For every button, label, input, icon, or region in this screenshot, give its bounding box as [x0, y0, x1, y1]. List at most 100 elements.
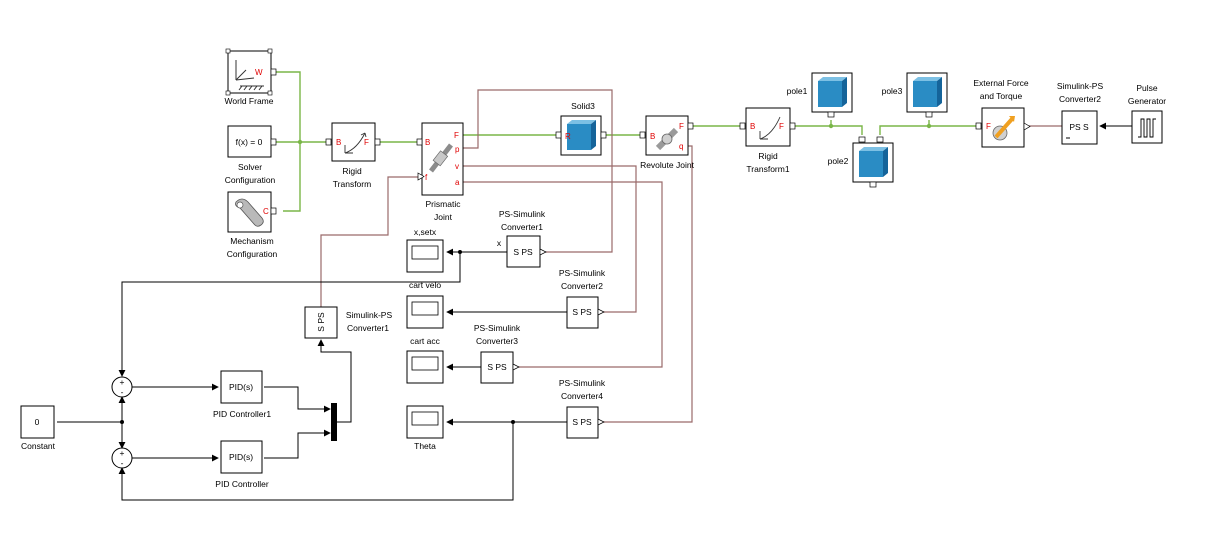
sl-ps1-text: S PS	[316, 312, 326, 332]
pole1-block[interactable]: pole1	[787, 72, 853, 118]
solid3-block[interactable]: R Solid3	[555, 101, 607, 156]
solver-configuration-block[interactable]: f(x) = 0 Solver Configuration	[225, 125, 277, 185]
sum-top-block[interactable]: + -	[111, 376, 133, 398]
sum-bottom-plus: +	[120, 448, 125, 458]
prismatic-joint-block[interactable]: B F p v a f Prismatic Joint	[416, 122, 464, 222]
solver-label-1: Solver	[238, 162, 262, 172]
pole1-cube-icon	[818, 77, 847, 107]
scope-theta-label: Theta	[414, 441, 436, 451]
solver-text: f(x) = 0	[236, 137, 263, 147]
simulink-ps-converter1-block[interactable]: S PS Simulink-PS Converter1	[304, 306, 393, 339]
external-force-block[interactable]: F External Force and Torque	[973, 78, 1031, 148]
world-frame-label: World Frame	[225, 96, 274, 106]
sum-top-minus: -	[121, 387, 124, 397]
ps-sl1-label-2: Converter1	[501, 222, 543, 232]
revolute-port-f: F	[679, 122, 684, 131]
ps-sl4-label-1: PS-Simulink	[559, 378, 606, 388]
mechanism-port: C	[263, 207, 269, 216]
rigid-transform1-port-f: F	[779, 122, 784, 131]
pole3-block[interactable]: pole3	[882, 72, 948, 118]
world-frame-block[interactable]: W World Frame	[225, 48, 277, 106]
ps-sl3-label-2: Converter3	[476, 336, 518, 346]
mechanism-configuration-block[interactable]: C Mechanism Configuration	[227, 191, 278, 259]
rigid-transform1-label-2: Transform1	[746, 164, 789, 174]
ps-sl3-label-1: PS-Simulink	[474, 323, 521, 333]
transform1-icon	[759, 116, 781, 140]
constant-label: Constant	[21, 441, 56, 451]
simulink-ps-converter2-block[interactable]: PS S Simulink-PS Converter2	[1057, 81, 1104, 145]
rigid-transform1-block[interactable]: B F Rigid Transform1	[739, 107, 796, 174]
transform-icon	[344, 132, 367, 154]
pulse-icon	[1138, 118, 1156, 138]
mechanism-label-1: Mechanism	[230, 236, 273, 246]
world-frame-icon	[235, 60, 264, 91]
prismatic-label-1: Prismatic	[426, 199, 462, 209]
pid1-text: PID(s)	[229, 382, 253, 392]
prismatic-port-f: F	[454, 131, 459, 140]
revolute-icon	[655, 127, 679, 151]
scope-velo-label: cart velo	[409, 280, 441, 290]
solid3-port-r: R	[565, 132, 571, 141]
ps-connections	[320, 89, 1062, 423]
signal-connections	[57, 122, 1132, 501]
ps-simulink-converter3-block[interactable]: S PS PS-Simulink Converter3	[474, 323, 521, 384]
solid3-label: Solid3	[571, 101, 595, 111]
ps-sl1-text: S PS	[513, 247, 533, 257]
constant-block[interactable]: 0 Constant	[20, 405, 56, 451]
external-force-label-1: External Force	[973, 78, 1029, 88]
physical-junctions	[297, 123, 932, 145]
sl-ps1-label-1: Simulink-PS	[346, 310, 393, 320]
world-frame-port: W	[255, 68, 263, 77]
mechanism-label-2: Configuration	[227, 249, 278, 259]
ps-sl2-label-1: PS-Simulink	[559, 268, 606, 278]
external-force-port: F	[986, 122, 991, 131]
pole1-label: pole1	[787, 86, 808, 96]
ps-simulink-converter2-block[interactable]: S PS PS-Simulink Converter2	[559, 268, 606, 329]
scope-theta-block[interactable]: Theta	[406, 405, 444, 451]
rigid-transform-label-2: Transform	[333, 179, 371, 189]
rigid-transform-port-f: F	[364, 138, 369, 147]
sl-ps2-label-2: Converter2	[1059, 94, 1101, 104]
prismatic-port-v: v	[455, 162, 459, 171]
ps-sl4-text: S PS	[572, 417, 592, 427]
ps-sl2-label-2: Converter2	[561, 281, 603, 291]
pid-controller1-block[interactable]: PID(s) PID Controller1	[213, 370, 271, 419]
revolute-port-b: B	[650, 132, 655, 141]
pole2-label: pole2	[828, 156, 849, 166]
scope-xsetx-block[interactable]: x,setx	[406, 227, 444, 273]
external-force-label-2: and Torque	[980, 91, 1023, 101]
ps-sl4-label-2: Converter4	[561, 391, 603, 401]
rigid-transform-label-1: Rigid	[342, 166, 362, 176]
solver-label-2: Configuration	[225, 175, 276, 185]
prismatic-icon	[429, 143, 453, 173]
sl-ps2-text: PS S	[1069, 122, 1089, 132]
pole3-cube-icon	[913, 77, 942, 107]
scope-xsetx-label: x,setx	[414, 227, 437, 237]
force-icon	[992, 116, 1015, 141]
pulse-label-2: Generator	[1128, 96, 1166, 106]
rigid-transform1-label-1: Rigid	[758, 151, 778, 161]
pole2-block[interactable]: pole2	[828, 136, 894, 188]
prismatic-port-a: a	[455, 178, 460, 187]
scope-cart-velo-block[interactable]: cart velo	[406, 280, 444, 329]
sum-bottom-minus: -	[121, 458, 124, 468]
prismatic-port-b: B	[425, 138, 430, 147]
ps-sl1-input: x	[497, 238, 502, 248]
sum-bottom-block[interactable]: + -	[111, 447, 133, 469]
pid-controller-block[interactable]: PID(s) PID Controller	[215, 440, 269, 489]
scope-cart-acc-block[interactable]: cart acc	[406, 336, 444, 384]
ps-simulink-converter4-block[interactable]: S PS PS-Simulink Converter4	[559, 378, 606, 439]
ps-simulink-converter1-block[interactable]: S PS x PS-Simulink Converter1	[497, 209, 547, 268]
rigid-transform-block[interactable]: B F Rigid Transform	[325, 122, 381, 189]
cube-icon	[567, 120, 596, 150]
ps-sl3-text: S PS	[487, 362, 507, 372]
pole3-label: pole3	[882, 86, 903, 96]
pid-label: PID Controller	[215, 479, 269, 489]
revolute-joint-block[interactable]: B F q Revolute Joint	[639, 115, 695, 170]
sl-ps1-label-2: Converter1	[347, 323, 389, 333]
prismatic-port-p: p	[455, 145, 460, 154]
mux-block[interactable]	[331, 403, 337, 441]
junctions	[120, 250, 515, 424]
pulse-generator-block[interactable]: Pulse Generator	[1128, 83, 1166, 144]
